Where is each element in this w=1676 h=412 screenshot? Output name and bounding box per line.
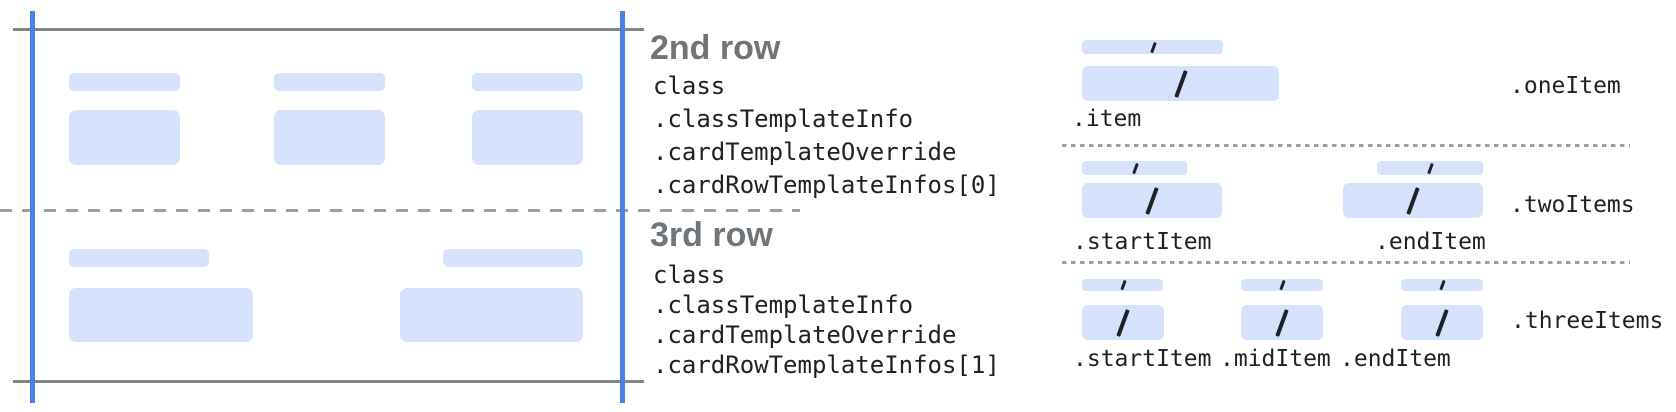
row2-heading: 2nd row — [650, 29, 781, 67]
row3-class-path: class .classTemplateInfo .cardTemplateOv… — [653, 260, 1000, 380]
two-items-label: .twoItems — [1510, 192, 1635, 218]
row3-col1-label-placeholder — [69, 249, 209, 267]
start-item-field-label: .startItem — [1073, 346, 1212, 372]
row2-col2-value-placeholder — [274, 110, 385, 165]
item-field-label: .item — [1072, 106, 1142, 132]
end-item-field-label: .endItem — [1375, 229, 1486, 255]
row2-class-path-line: .cardTemplateOverride — [653, 138, 957, 166]
card-left-edge-guide — [29, 11, 35, 403]
row2-col1-value-placeholder — [69, 110, 180, 165]
row3-col2-value-placeholder — [400, 288, 583, 342]
row3-class-path-line: .cardRowTemplateInfos[1] — [653, 351, 1000, 379]
row-divider-dashed-line — [0, 209, 800, 212]
row2-class-path-line: .classTemplateInfo — [653, 105, 914, 133]
row3-class-path-line: .classTemplateInfo — [653, 291, 914, 319]
row3-class-path-line: .cardTemplateOverride — [653, 321, 957, 349]
row3-col2-label-placeholder — [443, 249, 583, 267]
row2-class-path-line: .cardRowTemplateInfos[0] — [653, 171, 1000, 199]
row3-class-path-line: class — [653, 261, 726, 289]
start-item-field-label: .startItem — [1073, 229, 1212, 255]
template-divider-dotted-line — [1062, 144, 1630, 147]
template-divider-dotted-line — [1062, 261, 1630, 264]
card-right-edge-guide — [620, 11, 625, 403]
row3-heading: 3rd row — [650, 216, 773, 254]
row2-col3-value-placeholder — [472, 110, 583, 165]
row2-col2-label-placeholder — [274, 73, 385, 91]
row3-col1-value-placeholder — [69, 288, 253, 342]
row2-class-path: class .classTemplateInfo .cardTemplateOv… — [653, 70, 1000, 202]
card-bottom-edge-line — [13, 380, 644, 383]
end-item-field-label: .endItem — [1340, 346, 1451, 372]
row2-class-path-line: class — [653, 72, 726, 100]
row2-col3-label-placeholder — [472, 73, 583, 91]
card-top-edge-line — [13, 28, 644, 31]
row2-col1-label-placeholder — [69, 73, 180, 91]
mid-item-field-label: .midItem — [1220, 346, 1331, 372]
one-item-label: .oneItem — [1510, 73, 1621, 99]
three-items-label: .threeItems — [1511, 308, 1664, 334]
